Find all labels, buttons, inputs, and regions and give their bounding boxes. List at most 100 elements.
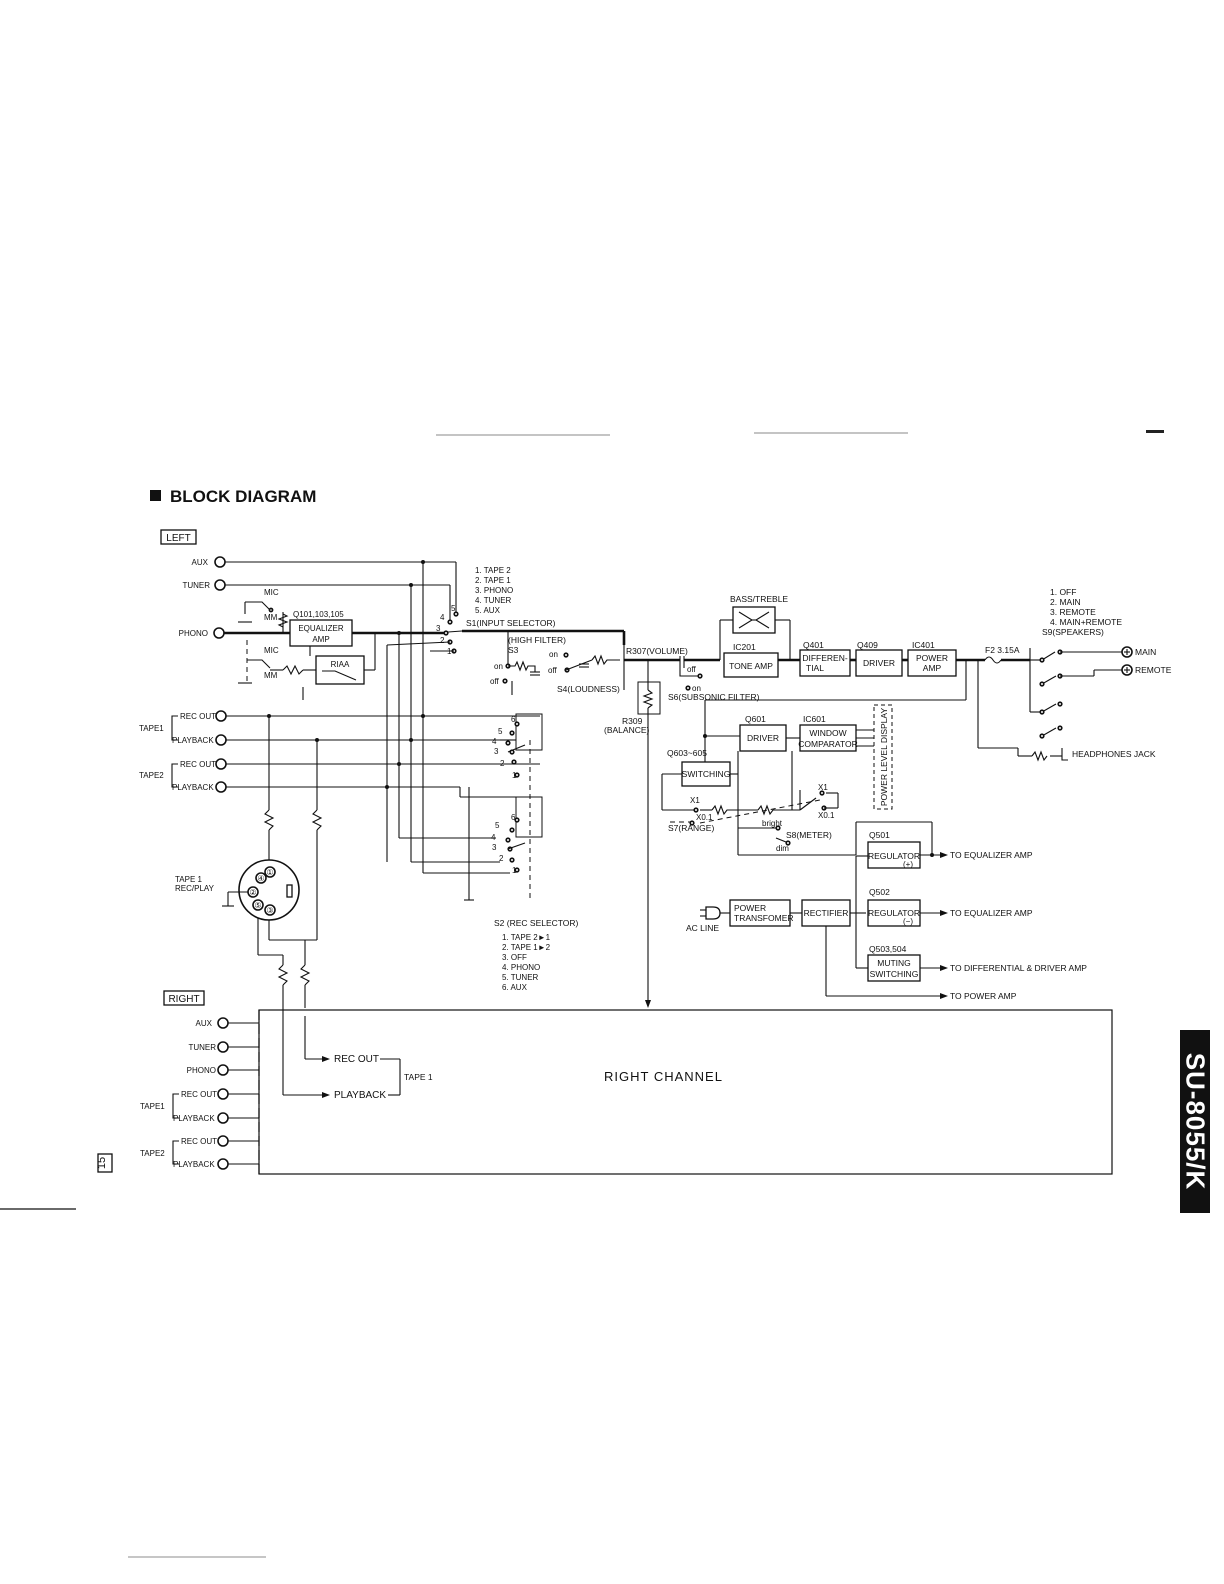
din-socket: TAPE 1 REC/PLAY ④ ① ② ⑤ ③ [175,859,300,921]
s2a-4: 4 [492,737,497,746]
s4-label: S4(LOUDNESS) [557,684,620,694]
s2-option-4: 4. PHONO [502,963,540,972]
q603-label: Q603~605 [667,748,707,758]
tone-amp-text: TONE AMP [729,661,773,671]
phono-label: PHONO [179,629,208,638]
tape2-rec-out-label: REC OUT [180,760,216,769]
q409-label: Q409 [857,640,878,650]
right-phono-jack [217,1064,229,1076]
s7-x01: X0.1 [696,813,713,822]
s2-option-2: 2. TAPE 1►2 [502,943,551,952]
tape2-group-label: TAPE2 [139,771,164,780]
volume-balance: R307(VOLUME) R309 (BALANCE) off on S6(SU… [604,645,760,1008]
power-transformer-block [729,899,791,927]
s9-label: S9(SPEAKERS) [1042,627,1104,637]
s6-label: S6(SUBSONIC FILTER) [668,692,760,702]
din-pin-4: ④ [257,874,264,883]
s9-option-4: 4. MAIN+REMOTE [1050,617,1122,627]
s8-bright: bright [762,819,783,828]
transformer-text-1: POWER [734,903,766,913]
s3-label: S3 [508,645,519,655]
s9-option-2: 2. MAIN [1050,597,1081,607]
muting-text-2: SWITCHING [870,969,919,979]
muting-text-1: MUTING [877,958,911,968]
aux-label: AUX [192,558,209,567]
ac-plug-icon [705,906,721,920]
meter-driver-text: DRIVER [747,733,779,743]
s1-label: S1(INPUT SELECTOR) [466,618,556,628]
muting-switching-block [867,954,921,982]
right-tape2-group: TAPE2 [140,1149,165,1158]
power-amp-text-2: AMP [923,663,942,673]
tone-section: BASS/TREBLE IC201 TONE AMP [719,594,800,678]
mm-label-1: MM [264,613,278,622]
page-number-box [97,1153,113,1173]
power-level-display-text: POWER LEVEL DISPLAY [879,708,889,807]
diagram-title: BLOCK DIAGRAM [170,487,316,506]
regulator-pos-sign: (+) [903,860,913,869]
switching-block [681,761,731,787]
right-tape1-rec-label: REC OUT [181,1090,217,1099]
s8-label: S8(METER) [786,830,832,840]
s4-on: on [549,650,558,659]
window-text-2: COMPARATOR [798,739,858,749]
differential-text-2: TIAL [806,663,824,673]
equalizer-amp-text-1: EQUALIZER [298,624,344,633]
s2-option-6: 6. AUX [502,983,528,992]
s6-off: off [687,665,697,674]
top-edge-marks [436,430,1164,436]
right-tape1-play-jack [217,1112,229,1124]
tape1-playback-label: PLAYBACK [172,736,214,745]
aux-jack [214,556,226,568]
switching-text: SWITCHING [682,769,731,779]
riaa-block [315,655,365,685]
right-tape1-play-label: PLAYBACK [173,1114,215,1123]
s2b-1: 1 [512,866,517,875]
right-label-box [163,990,205,1006]
model-side-tab: SU-8055/K [1180,1030,1211,1213]
power-level-section: Q601 DRIVER IC601 WINDOW COMPARATOR POWE… [661,704,933,856]
s8-x1: X1 [818,783,828,792]
s3-off: off [490,677,500,686]
mic-label-1: MIC [264,588,279,597]
page-number: 15 [96,1157,108,1169]
tape2-playback-label: PLAYBACK [172,783,214,792]
q502-label: Q502 [869,887,890,897]
right-tape2-play-jack [217,1158,229,1170]
regulator-pos-block [867,841,921,869]
balance-label: (BALANCE) [604,725,650,735]
s2b-6: 6 [511,813,516,822]
q101-label: Q101,103,105 [293,610,344,619]
right-tape2-rec-label: REC OUT [181,1137,217,1146]
right-tape1-label: TAPE 1 [404,1072,433,1082]
q501-label: Q501 [869,830,890,840]
to-diff-label: TO DIFFERENTIAL & DRIVER AMP [950,963,1087,973]
din-pin-5: ⑤ [254,901,261,910]
to-power-amp-label: TO POWER AMP [950,991,1017,1001]
to-eq-pos-label: TO EQUALIZER AMP [950,850,1033,860]
s1-pos-5: 5 [451,604,456,613]
right-channel-label: RIGHT [168,994,199,1005]
r309-label: R309 [622,716,643,726]
regulator-neg-text: REGULATOR [868,908,920,918]
right-rec-out-label: REC OUT [334,1054,379,1065]
tuner-jack [214,579,226,591]
power-amp-block [907,649,957,677]
right-tuner-label: TUNER [188,1043,216,1052]
model-label: SU-8055/K [1180,1052,1211,1191]
s9-speaker-selector: 1. OFF 2. MAIN 3. REMOTE 4. MAIN+REMOTE … [1017,587,1172,762]
s2-label: S2 (REC SELECTOR) [494,918,579,928]
window-text-1: WINDOW [809,728,846,738]
right-channel-block [258,1009,1113,1175]
tone-amp-block [723,652,779,678]
input-wiring [224,560,540,1096]
s8-x01: X0.1 [818,811,835,820]
power-level-display-box [873,704,893,810]
transformer-text-2: TRANSFOMER [734,913,794,923]
s2b-3: 3 [492,843,497,852]
right-aux-jack [217,1017,229,1029]
s7-label: S7(RANGE) [668,823,714,833]
right-tape2-rec-jack [217,1135,229,1147]
s2a-3: 3 [494,747,499,756]
